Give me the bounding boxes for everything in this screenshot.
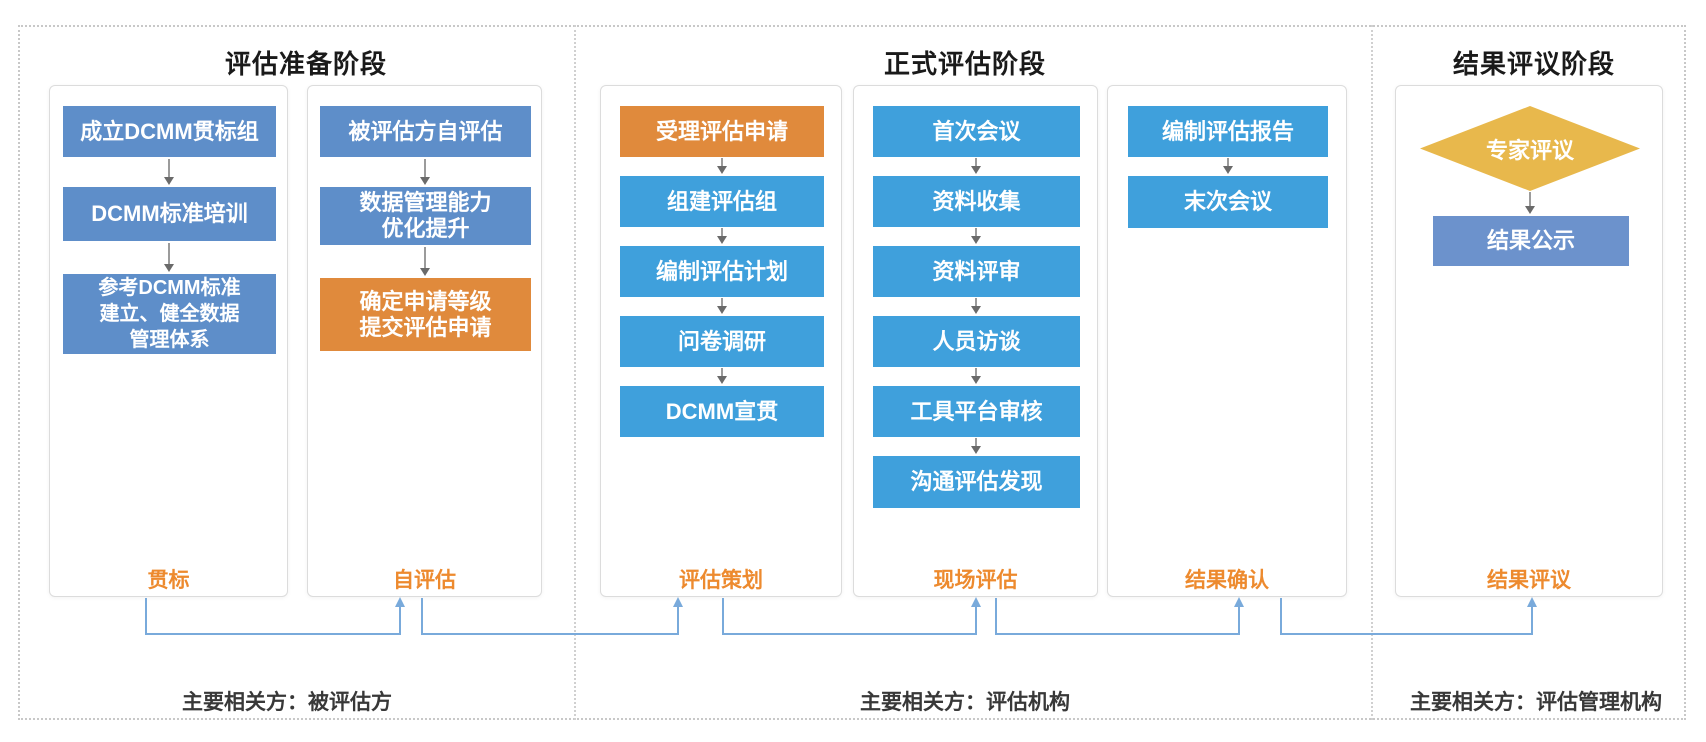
- process-box: 数据管理能力 优化提升: [320, 187, 531, 245]
- process-box: 编制评估计划: [620, 246, 824, 297]
- arrow-down-icon: [420, 159, 430, 185]
- arrow-down-icon: [971, 228, 981, 244]
- process-box: 受理评估申请: [620, 106, 824, 157]
- arrow-down-icon: [717, 228, 727, 244]
- arrow-up-icon: [1527, 597, 1537, 607]
- process-box: 沟通评估发现: [873, 456, 1080, 508]
- stage-label: 自评估: [393, 569, 456, 592]
- dashed-border: [18, 25, 1686, 720]
- process-box: 编制评估报告: [1128, 106, 1328, 157]
- stage-panel-self-assessment: 被评估方自评估 数据管理能力 优化提升 确定申请等级 提交评估申请 自评估: [307, 85, 542, 597]
- stage-panel-onsite: 首次会议 资料收集 资料评审 人员访谈 工具平台审核 沟通评估发现 现场评估: [853, 85, 1098, 597]
- arrow-down-icon: [971, 298, 981, 314]
- stakeholder-text: 主要相关方：评估管理机构: [1410, 691, 1662, 714]
- arrow-down-icon: [164, 243, 174, 272]
- stage-panel-confirmation: 编制评估报告 末次会议 结果确认: [1107, 85, 1347, 597]
- stage-label: 贯标: [147, 569, 190, 592]
- stage-panel-guanbiao: 成立DCMM贯标组 DCMM标准培训 参考DCMM标准 建立、健全数据 管理体系…: [49, 85, 288, 597]
- process-box: 确定申请等级 提交评估申请: [320, 278, 531, 351]
- arrow-down-icon: [420, 247, 430, 276]
- process-box: 资料收集: [873, 176, 1080, 227]
- process-box: 被评估方自评估: [320, 106, 531, 157]
- phase-title-review: 结果评议阶段: [1452, 49, 1616, 79]
- arrow-down-icon: [1223, 158, 1233, 174]
- stage-label: 结果评议: [1487, 569, 1571, 592]
- arrow-down-icon: [717, 368, 727, 384]
- stakeholder-text: 主要相关方：被评估方: [182, 691, 392, 714]
- diamond-shape-icon: [1420, 106, 1640, 191]
- stage-panel-result-review: 专家评议 结果公示 结果评议: [1395, 85, 1663, 597]
- process-box: 问卷调研: [620, 316, 824, 367]
- process-box: DCMM标准培训: [63, 187, 276, 241]
- process-box: 末次会议: [1128, 176, 1328, 228]
- process-box: 参考DCMM标准 建立、健全数据 管理体系: [63, 274, 276, 354]
- process-box: 组建评估组: [620, 176, 824, 227]
- arrow-up-icon: [395, 597, 405, 607]
- stage-panel-planning: 受理评估申请 组建评估组 编制评估计划 问卷调研 DCMM宣贯 评估策划: [600, 85, 842, 597]
- stage-label: 评估策划: [679, 569, 763, 592]
- arrow-down-icon: [164, 159, 174, 185]
- phase-separator: [1371, 25, 1373, 720]
- arrow-down-icon: [717, 158, 727, 174]
- arrow-down-icon: [971, 438, 981, 454]
- process-box: DCMM宣贯: [620, 386, 824, 437]
- decision-diamond: 专家评议: [1420, 106, 1640, 191]
- process-box: 成立DCMM贯标组: [63, 106, 276, 157]
- arrow-down-icon: [717, 298, 727, 314]
- phase-title-formal: 正式评估阶段: [883, 49, 1047, 79]
- process-box: 结果公示: [1433, 216, 1629, 266]
- phase-separator: [574, 25, 576, 720]
- arrow-up-icon: [1234, 597, 1244, 607]
- arrow-up-icon: [673, 597, 683, 607]
- process-box: 首次会议: [873, 106, 1080, 157]
- diamond-label: 专家评议: [1485, 137, 1574, 163]
- stage-label: 结果确认: [1185, 569, 1269, 592]
- process-box: 资料评审: [873, 246, 1080, 297]
- process-box: 人员访谈: [873, 316, 1080, 367]
- arrow-up-icon: [971, 597, 981, 607]
- stage-label: 现场评估: [933, 569, 1018, 592]
- stakeholder-text: 主要相关方：评估机构: [860, 691, 1070, 714]
- process-box: 工具平台审核: [873, 386, 1080, 437]
- arrow-down-icon: [1525, 192, 1535, 214]
- arrow-down-icon: [971, 158, 981, 174]
- phase-title-preparation: 评估准备阶段: [224, 49, 388, 79]
- arrow-down-icon: [971, 368, 981, 384]
